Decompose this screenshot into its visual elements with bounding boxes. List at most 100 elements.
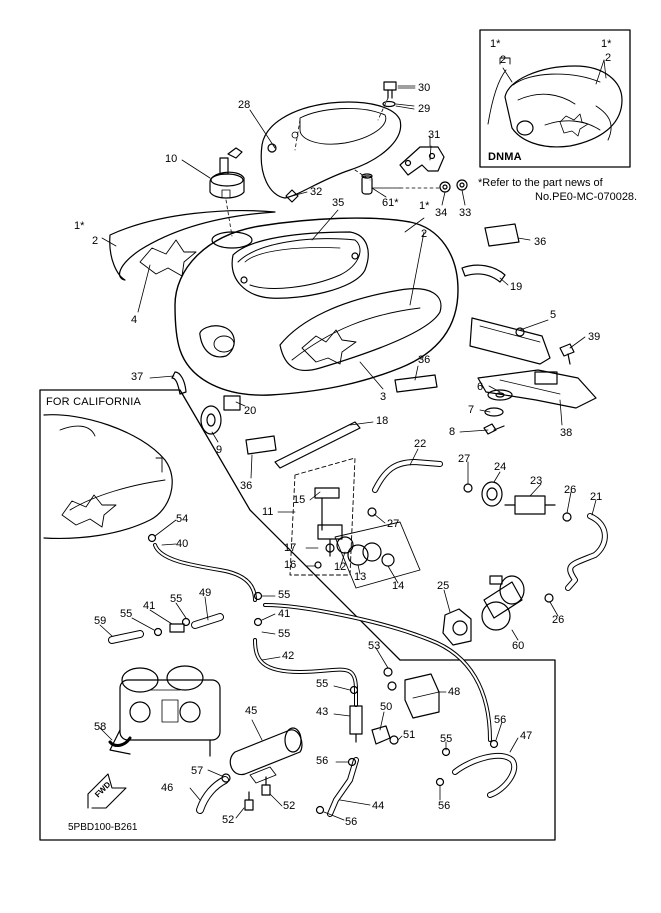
callout-22: 22 — [414, 438, 427, 450]
callout-7: 7 — [468, 404, 475, 416]
hose-44 — [327, 757, 359, 817]
filter-23 — [504, 495, 556, 515]
callout-55a: 55 — [278, 589, 291, 601]
hose-37 — [171, 371, 187, 395]
clamp-26a — [562, 512, 572, 522]
strip-18 — [274, 421, 361, 469]
callout-12: 12 — [334, 561, 347, 573]
fuel-cock-box — [334, 521, 421, 589]
fuel-cock-11 — [289, 457, 395, 576]
clamp-56b — [435, 777, 445, 787]
dnma-inset — [479, 29, 631, 168]
callout-46: 46 — [161, 782, 174, 794]
callout-36b: 36 — [418, 354, 431, 366]
diagram-code: 5PBD100-B261 — [68, 822, 138, 833]
callout-36a: 36 — [534, 236, 547, 248]
callout-11: 11 — [262, 506, 274, 518]
callout-55b: 55 — [170, 593, 183, 605]
callout-9: 9 — [216, 444, 223, 456]
callout-55c: 55 — [120, 608, 133, 620]
callout-26a: 26 — [564, 484, 577, 496]
inset-left-num: 2 — [500, 54, 507, 66]
callout-2a: 2 — [92, 235, 99, 247]
callout-32: 32 — [310, 186, 323, 198]
carburetor — [109, 665, 221, 757]
callout-37: 37 — [131, 371, 144, 383]
hose-long — [263, 603, 492, 742]
callout-13: 13 — [354, 571, 367, 583]
callout-5: 5 — [550, 309, 557, 321]
callout-56a: 56 — [494, 714, 507, 726]
sensor-50 — [371, 725, 391, 745]
callout-19: 19 — [510, 281, 523, 293]
california-tank-view — [43, 414, 173, 539]
callout-3: 3 — [380, 391, 387, 403]
clamp-56a — [489, 739, 499, 749]
clamp-55c — [153, 627, 163, 637]
pad-36-low — [245, 435, 277, 455]
callout-1b: 1* — [419, 200, 430, 212]
callout-28: 28 — [238, 99, 251, 111]
clamp-27b — [367, 507, 377, 517]
solenoid-48 — [404, 673, 440, 719]
bracket-25 — [442, 608, 472, 646]
clamp-57 — [221, 773, 231, 783]
damper-9 — [200, 405, 222, 435]
callout-2b: 2 — [421, 228, 428, 240]
fuel-cap-10 — [209, 147, 245, 237]
clip-32 — [285, 189, 299, 203]
fwd-arrow — [87, 773, 127, 809]
clamp-55a — [253, 591, 263, 601]
damper-20 — [223, 395, 241, 411]
callout-45: 45 — [245, 705, 258, 717]
inset-right-star: 1* — [601, 38, 612, 50]
clamp-27a — [463, 483, 473, 493]
bracket-31 — [399, 135, 445, 176]
callout-27b: 27 — [387, 518, 400, 530]
hose-49 — [191, 613, 224, 629]
hose-40 — [153, 543, 257, 602]
hose-42 — [253, 638, 358, 707]
callout-21: 21 — [590, 491, 603, 503]
callout-4: 4 — [131, 314, 138, 326]
callout-41a: 41 — [143, 600, 156, 612]
bolt-52b — [261, 776, 271, 796]
callout-25: 25 — [437, 580, 450, 592]
joint-24 — [481, 481, 503, 507]
bracket-5 — [469, 317, 551, 365]
leader-lines — [99, 87, 597, 821]
clamp-54 — [147, 533, 157, 543]
callout-42: 42 — [282, 650, 295, 662]
california-box-title: FOR CALIFORNIA — [46, 396, 142, 408]
callout-49: 49 — [199, 587, 212, 599]
bolt-33 — [456, 179, 468, 191]
callout-58: 58 — [94, 721, 107, 733]
clamp-55b — [253, 617, 263, 627]
callout-14: 14 — [392, 580, 405, 592]
callout-60: 60 — [512, 640, 525, 652]
callout-23: 23 — [530, 475, 543, 487]
callout-18: 18 — [376, 415, 389, 427]
clamp-55e — [349, 685, 359, 695]
bolt-8 — [483, 423, 505, 435]
bolt-30 — [377, 81, 416, 121]
callout-8: 8 — [449, 426, 456, 438]
fuel-pump-60 — [481, 575, 525, 631]
fuel-tank — [174, 217, 459, 396]
callout-39: 39 — [588, 331, 601, 343]
callout-54: 54 — [176, 513, 189, 525]
callout-44: 44 — [372, 800, 385, 812]
valve-43 — [349, 705, 363, 743]
callout-10: 10 — [165, 153, 178, 165]
refer-note-line1: *Refer to the part news of — [478, 177, 603, 189]
callout-57: 57 — [191, 765, 204, 777]
callout-27a: 27 — [458, 453, 471, 465]
callout-24: 24 — [494, 461, 507, 473]
callout-48: 48 — [448, 686, 461, 698]
callout-1a: 1* — [74, 220, 85, 232]
joint-41 — [169, 623, 185, 633]
callout-35: 35 — [332, 197, 345, 209]
callout-16: 16 — [284, 559, 297, 571]
inset-title: DNMA — [488, 151, 522, 163]
callout-20: 20 — [244, 405, 257, 417]
